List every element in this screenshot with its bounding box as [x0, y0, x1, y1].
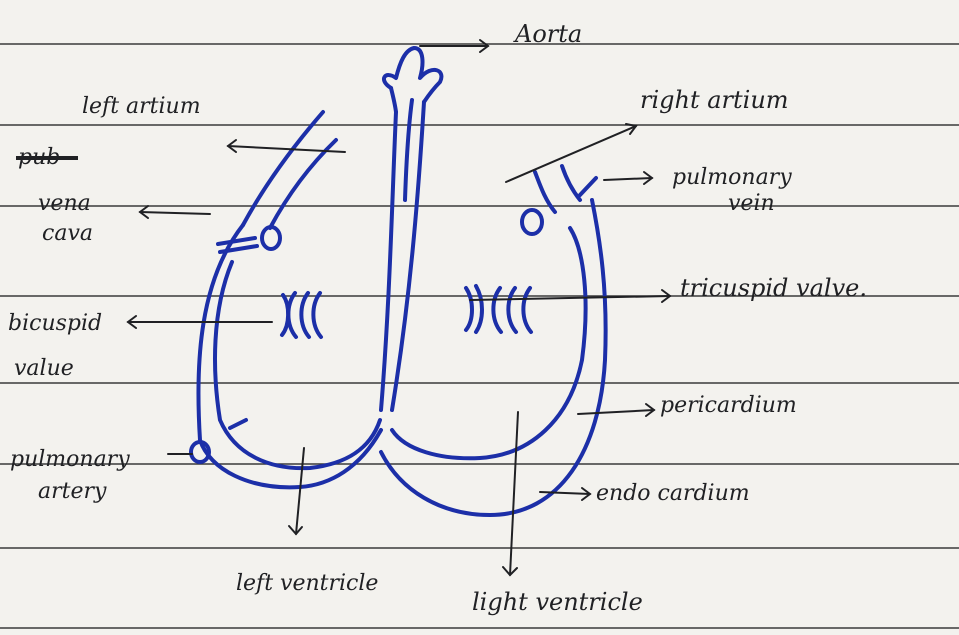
label-pulmonary-vein-1: pulmonary [672, 165, 792, 190]
label-left-ventricle: left ventricle [236, 571, 378, 596]
label-pulmonary-artery-2: artery [38, 479, 107, 504]
ruled-lines [0, 44, 959, 628]
vena-cava-arrow [140, 206, 210, 218]
labels: Aorta left artium pub vena cava bicuspid… [8, 20, 867, 616]
label-endocardium: endo cardium [596, 481, 750, 506]
label-vena: vena [38, 191, 91, 216]
pulmonary-vein-arrow [604, 172, 652, 184]
label-pulmonary-vein-2: vein [728, 191, 775, 216]
label-cava: cava [42, 221, 93, 246]
label-right-ventricle: light ventricle [472, 588, 643, 616]
label-bicuspid: bicuspid [8, 311, 102, 336]
left-ventricle-arrow [289, 448, 304, 534]
pointer-arrows [128, 40, 670, 575]
label-aorta: Aorta [513, 20, 582, 48]
label-pulmonary-artery-1: pulmonary [10, 447, 130, 472]
pericardium-arrow [578, 404, 654, 416]
label-bicuspid-value: value [14, 356, 74, 381]
label-tricuspid: tricuspid valve. [680, 274, 867, 302]
label-pericardium: pericardium [660, 393, 797, 418]
right-ventricle-arrow [503, 412, 518, 575]
heart-outline [191, 48, 606, 515]
label-right-atrium: right artium [640, 86, 789, 114]
right-atrium-arrow [506, 124, 636, 182]
label-left-atrium: left artium [82, 94, 201, 119]
aorta-arrow [420, 40, 488, 52]
bicuspid-arrow [128, 316, 272, 328]
